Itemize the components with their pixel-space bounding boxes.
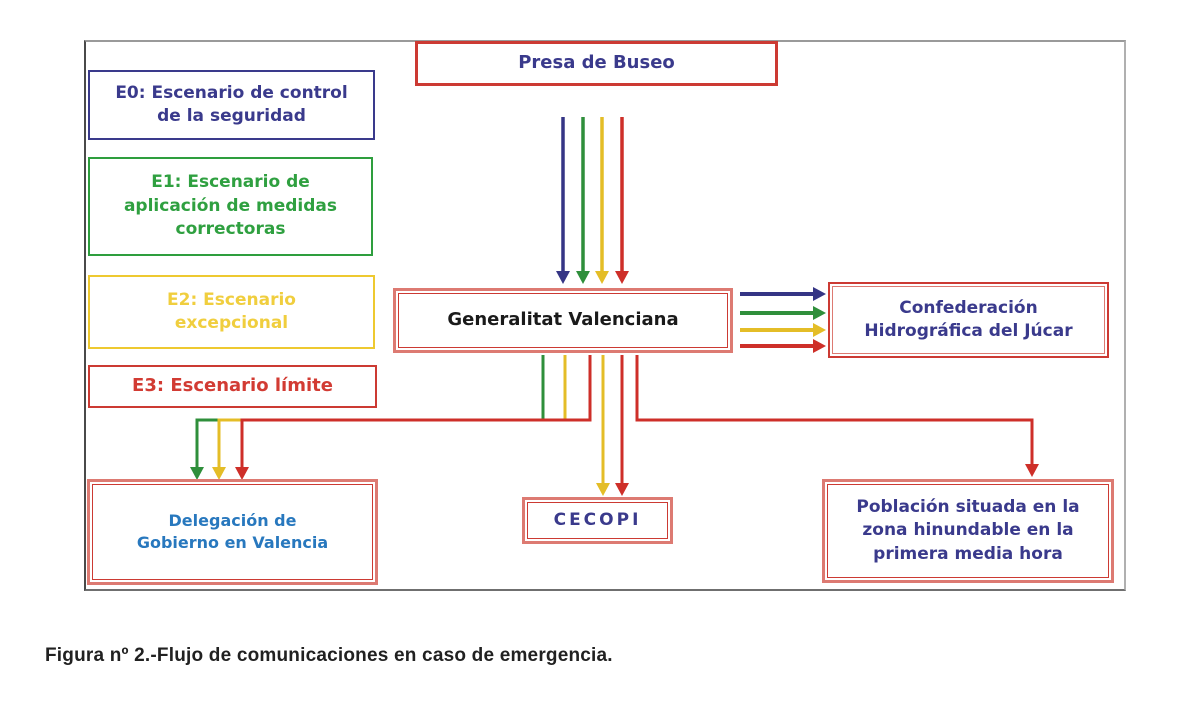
legend-label: E0: Escenario de control (115, 82, 348, 103)
node-label: Gobierno en Valencia (136, 533, 329, 552)
legend-e1-medidas-correctoras: E1: Escenario de aplicación de medidas c… (88, 157, 373, 256)
legend-label: excepcional (174, 313, 289, 333)
node-confederacion-hidrografica: Confederación Hidrográfica del Júcar (828, 282, 1109, 358)
node-label: Población situada en la (856, 496, 1080, 517)
legend-e0-control-seguridad: E0: Escenario de control de la seguridad (88, 70, 375, 140)
node-label: Presa de Buseo (518, 52, 675, 74)
node-poblacion-zona-inundable: Población situada en la zona hinundable … (822, 479, 1114, 583)
node-presa-de-buseo: Presa de Buseo (415, 41, 778, 86)
figure-caption: Figura nº 2.-Flujo de comunicaciones en … (45, 645, 613, 666)
node-label: Generalitat Valenciana (447, 309, 679, 331)
node-label: Confederación (899, 297, 1038, 318)
legend-label: aplicación de medidas (123, 195, 338, 216)
legend-label: E2: Escenario (167, 289, 296, 310)
node-label: Hidrográfica del Júcar (864, 321, 1073, 341)
legend-label: E3: Escenario límite (132, 375, 333, 397)
node-label: zona hinundable en la (862, 520, 1074, 541)
legend-label: de la seguridad (157, 106, 306, 126)
node-generalitat-valenciana: Generalitat Valenciana (393, 288, 733, 353)
legend-e3-limite: E3: Escenario límite (88, 365, 377, 408)
legend-e2-excepcional: E2: Escenario excepcional (88, 275, 375, 349)
legend-label: correctoras (175, 219, 286, 240)
node-label: primera media hora (873, 543, 1063, 564)
legend-label: E1: Escenario de (151, 172, 310, 193)
node-label: CECOPI (553, 509, 642, 530)
node-delegacion-gobierno: Delegación de Gobierno en Valencia (87, 479, 378, 585)
node-cecopi: CECOPI (522, 497, 673, 544)
node-label: Delegación de (168, 510, 297, 530)
